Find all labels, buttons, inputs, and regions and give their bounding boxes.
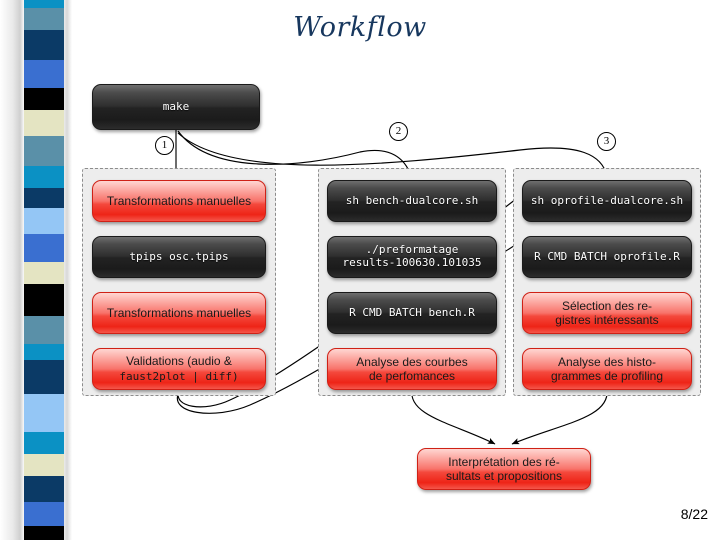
node-validations-line1: Validations (audio &: [126, 354, 232, 369]
strip-block-3: [24, 60, 64, 88]
node-selection-registres-label: Sélection des re-gistres intéressants: [523, 299, 691, 327]
node-transformations-manuelles-1-label: Transformations manuelles: [106, 193, 252, 208]
node-interpretation-line1: Interprétation des ré-: [448, 454, 560, 469]
node-r-cmd-batch-bench[interactable]: R CMD BATCH bench.R: [327, 292, 497, 334]
strip-block-10: [24, 234, 64, 262]
step-marker-3: 3: [597, 132, 616, 151]
step-marker-1: 1: [155, 136, 174, 155]
node-preformatage-line2: results-100630.101035: [342, 256, 482, 269]
strip-block-2: [24, 30, 64, 60]
node-analyse-courbes-line2: de perfomances: [368, 369, 456, 383]
node-sh-oprofile-dualcore[interactable]: sh oprofile-dualcore.sh: [522, 180, 692, 222]
strip-block-14: [24, 344, 64, 360]
strip-block-9: [24, 208, 64, 234]
strip-block-12: [24, 284, 64, 316]
node-selection-registres-line1: Sélection des re-: [561, 298, 653, 313]
node-validations[interactable]: Validations (audio &faust2plot | diff): [92, 348, 266, 390]
node-preformatage-line1: ./preformatage: [365, 243, 459, 257]
node-interpretation-line2: sultats et propositions: [445, 469, 563, 483]
node-validations-label: Validations (audio &faust2plot | diff): [93, 354, 265, 383]
strip-block-17: [24, 432, 64, 454]
strip-block-5: [24, 110, 64, 136]
strip-block-6: [24, 136, 64, 166]
node-transformations-manuelles-1[interactable]: Transformations manuelles: [92, 180, 266, 222]
node-analyse-courbes-line1: Analyse des courbes: [356, 354, 468, 369]
strip-block-20: [24, 502, 64, 526]
strip-block-15: [24, 360, 64, 394]
strip-block-1: [24, 8, 64, 30]
node-transformations-manuelles-2[interactable]: Transformations manuelles: [92, 292, 266, 334]
strip-block-0: [24, 0, 64, 8]
node-interpretation[interactable]: Interprétation des ré- sultats et propos…: [417, 448, 591, 490]
node-analyse-histogrammes[interactable]: Analyse des histo-grammes de profiling: [522, 348, 692, 390]
strip-block-16: [24, 394, 64, 432]
strip-block-11: [24, 262, 64, 284]
strip-block-7: [24, 166, 64, 188]
node-transformations-manuelles-2-label: Transformations manuelles: [106, 305, 252, 320]
node-sh-oprofile-dualcore-label: sh oprofile-dualcore.sh: [530, 193, 684, 207]
page-number: 8/22: [680, 506, 708, 522]
node-make[interactable]: make: [92, 84, 260, 130]
node-analyse-histogrammes-line1: Analyse des histo-: [557, 354, 657, 369]
page-title: Workflow: [293, 12, 427, 43]
node-tpips-osc-tpips-label: tpips osc.tpips: [129, 249, 229, 263]
node-sh-bench-dualcore[interactable]: sh bench-dualcore.sh: [327, 180, 497, 222]
node-r-cmd-batch-bench-label: R CMD BATCH bench.R: [349, 305, 475, 319]
node-analyse-histogrammes-line2: grammes de profiling: [550, 369, 664, 383]
strip-color-blocks: [24, 0, 64, 540]
node-r-cmd-batch-oprofile-label: R CMD BATCH oprofile.R: [534, 249, 680, 263]
strip-block-21: [24, 526, 64, 540]
step-marker-2: 2: [389, 122, 408, 141]
strip-block-18: [24, 454, 64, 476]
strip-block-19: [24, 476, 64, 502]
node-selection-registres[interactable]: Sélection des re-gistres intéressants: [522, 292, 692, 334]
node-tpips-osc-tpips[interactable]: tpips osc.tpips: [92, 236, 266, 278]
strip-block-13: [24, 316, 64, 344]
node-interpretation-label: Interprétation des ré- sultats et propos…: [418, 455, 590, 483]
strip-block-8: [24, 188, 64, 208]
strip-block-4: [24, 88, 64, 110]
node-analyse-histogrammes-label: Analyse des histo-grammes de profiling: [523, 355, 691, 383]
node-r-cmd-batch-oprofile[interactable]: R CMD BATCH oprofile.R: [522, 236, 692, 278]
decorative-color-strip: [0, 0, 72, 540]
node-validations-line2: faust2plot | diff): [119, 369, 239, 383]
node-sh-bench-dualcore-label: sh bench-dualcore.sh: [345, 193, 479, 207]
node-selection-registres-line2: gistres intéressants: [555, 313, 659, 327]
node-make-label: make: [162, 99, 190, 113]
